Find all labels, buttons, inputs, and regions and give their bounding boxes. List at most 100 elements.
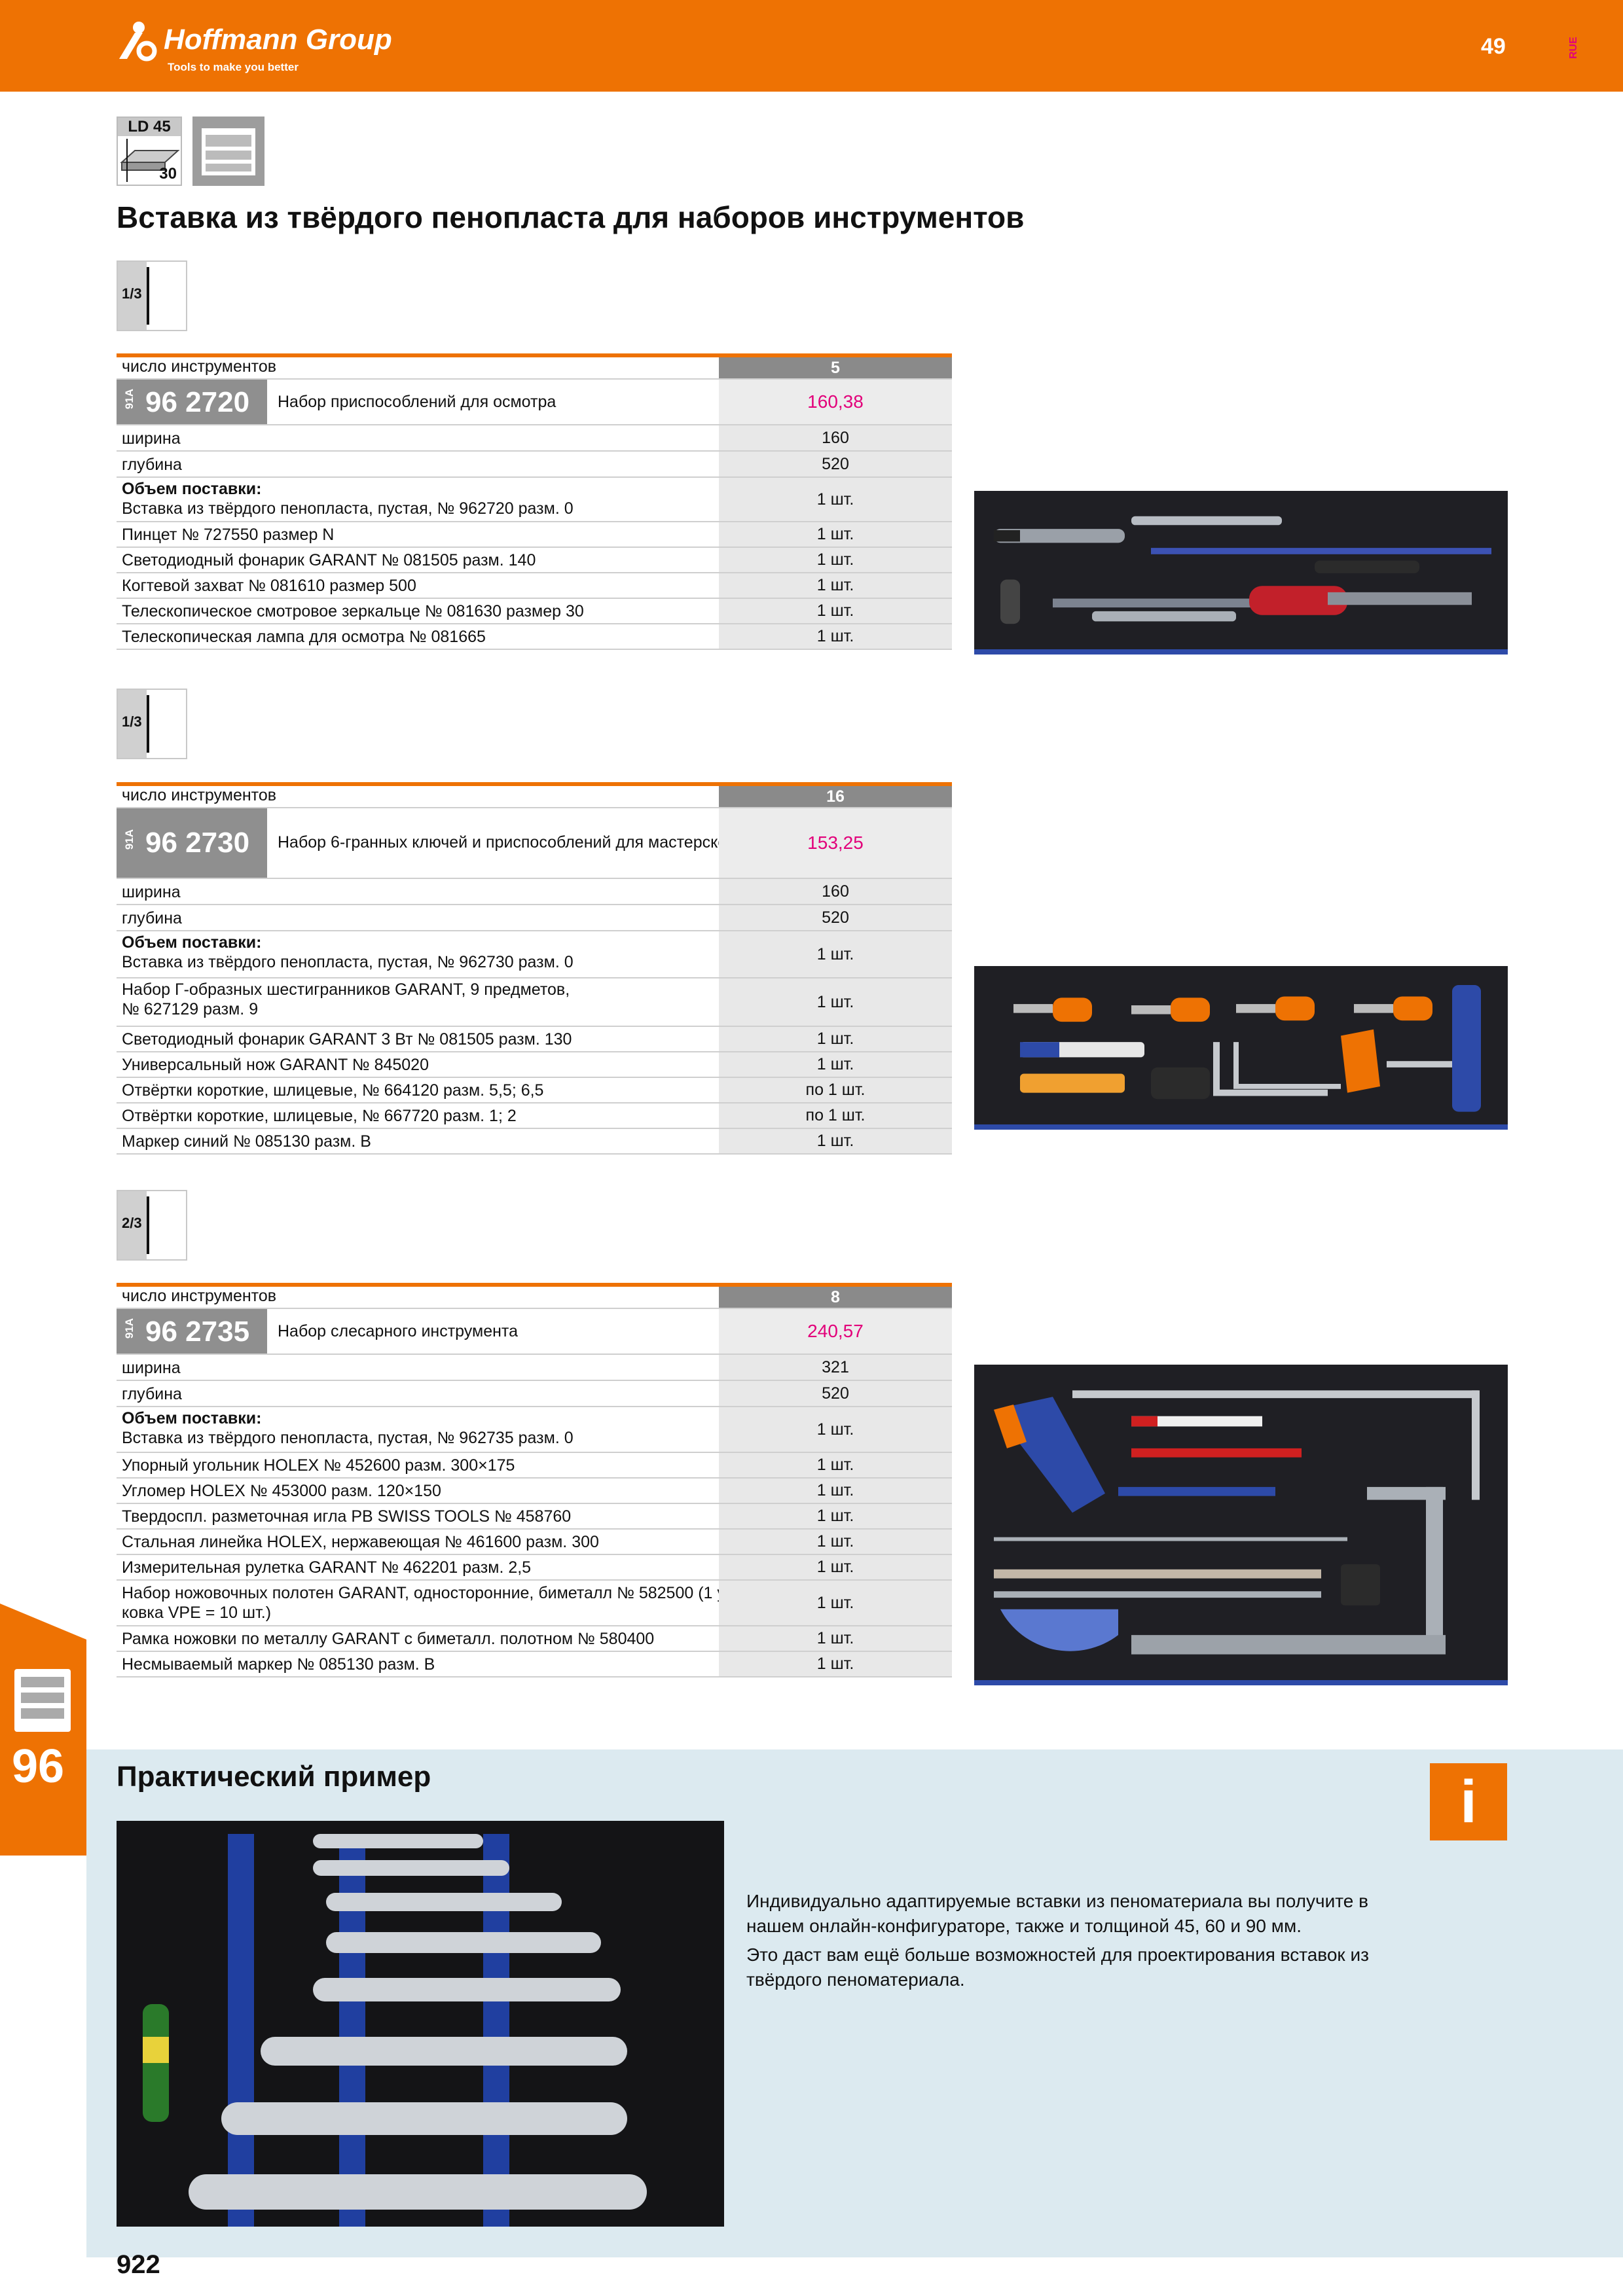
example-paragraph: Индивидуально адаптируемые вставки из пе… — [746, 1891, 1368, 1936]
scope-row: Объем поставки: Вставка из твёрдого пено… — [117, 931, 952, 978]
size-fraction-box: 1/3 — [117, 689, 187, 759]
chapter-side-tab: 96 — [0, 1604, 86, 1856]
item-multiline-text: Набор Г-образных шестигранников GARANT, … — [122, 980, 570, 1019]
item-text: Светодиодный фонарик GARANT 3 Вт № 08150… — [122, 1030, 572, 1049]
drawer-cabinet-icon — [192, 117, 264, 186]
width-row: ширина мм 160 — [117, 879, 952, 905]
item-row: Когтевой захват № 081610 размер 500 1 шт… — [117, 573, 952, 599]
item-qty: 1 шт. — [719, 931, 952, 977]
product-price: 160,38 — [719, 380, 952, 424]
width-row: ширина мм 160 — [117, 425, 952, 452]
item-qty: 1 шт. — [719, 1027, 952, 1051]
fraction-fill — [118, 1191, 147, 1259]
product-price: 153,25 — [719, 808, 952, 878]
item-multiline-text: Набор ножовочных полотен GARANT, односто… — [122, 1583, 749, 1623]
example-description: Индивидуально адаптируемые вставки из пе… — [746, 1889, 1414, 1996]
size-fraction-box: 1/3 — [117, 260, 187, 331]
item-row: Светодиодный фонарик GARANT 3 Вт № 08150… — [117, 1027, 952, 1052]
item-row: Маркер синий № 085130 разм. B 1 шт. — [117, 1129, 952, 1155]
hex-key-set-image — [1013, 985, 1481, 1112]
hoffmann-logo-icon — [119, 22, 157, 62]
item-text: Универсальный нож GARANT № 845020 — [122, 1056, 429, 1074]
item-text: Твердоспл. разметочная игла PB SWISS TOO… — [122, 1507, 572, 1526]
item-qty: 1 шт. — [719, 624, 952, 649]
header-page-number: 49 — [1481, 34, 1506, 59]
article-box: 91A 96 2720 — [117, 380, 267, 424]
item-text: Отвёртки короткие, шлицевые, № 664120 ра… — [122, 1081, 544, 1100]
article-box: 91A 96 2730 — [117, 808, 267, 878]
item-text: Вставка из твёрдого пенопласта, пустая, … — [122, 1429, 574, 1447]
item-qty: 1 шт. — [719, 1052, 952, 1077]
depth-label: глубина — [122, 456, 182, 474]
count-row: число инструментов 16 — [117, 786, 952, 808]
item-text: Рамка ножовки по металлу GARANT с бимета… — [122, 1630, 655, 1648]
item-row: Твердоспл. разметочная игла PB SWISS TOO… — [117, 1504, 952, 1530]
count-label: число инструментов — [122, 1287, 277, 1305]
item-text: Телескопическое смотровое зеркальце № 08… — [122, 602, 584, 620]
item-qty: по 1 шт. — [719, 1103, 952, 1128]
catalog-code: 91A — [123, 829, 136, 850]
item-text-continued: ковка VPE = 10 шт.) — [122, 1604, 272, 1622]
catalog-code: 91A — [123, 1318, 136, 1339]
count-row: число инструментов 5 — [117, 357, 952, 380]
product-table-962720: число инструментов 5 91A 96 2720 Набор п… — [117, 353, 952, 650]
depth-value: 520 — [719, 452, 952, 476]
item-text: Когтевой захват № 081610 размер 500 — [122, 577, 416, 595]
article-number: 96 2720 — [145, 386, 250, 418]
item-row: Телескопическое смотровое зеркальце № 08… — [117, 599, 952, 624]
scope-text: Объем поставки: Вставка из твёрдого пено… — [122, 1408, 574, 1448]
count-value: 16 — [719, 786, 952, 807]
size-fraction-box: 2/3 — [117, 1190, 187, 1261]
fraction-label: 1/3 — [122, 285, 142, 302]
fraction-fill — [118, 690, 147, 758]
item-qty: 1 шт. — [719, 1129, 952, 1153]
item-text: Вставка из твёрдого пенопласта, пустая, … — [122, 499, 574, 518]
language-code: RUE — [1568, 37, 1579, 59]
drawer-bar — [21, 1708, 64, 1719]
product-table-962735: число инструментов 8 91A 96 2735 Набор с… — [117, 1283, 952, 1677]
ld-value: 30 — [159, 165, 177, 183]
item-row: Упорный угольник HOLEX № 452600 разм. 30… — [117, 1453, 952, 1479]
ld-label: LD 45 — [118, 118, 181, 136]
wrench-set-image — [117, 1821, 724, 2227]
item-row: Светодиодный фонарик GARANT № 081505 раз… — [117, 548, 952, 573]
hoffmann-logo: Hoffmann Group Tools to make you better — [117, 18, 392, 77]
item-row: Отвёртки короткие, шлицевые, № 664120 ра… — [117, 1078, 952, 1103]
product-photo-962720 — [974, 491, 1508, 655]
item-row: Телескопическая лампа для осмотра № 0816… — [117, 624, 952, 650]
scope-text: Объем поставки: Вставка из твёрдого пено… — [122, 479, 574, 518]
item-row: Набор ножовочных полотен GARANT, односто… — [117, 1581, 952, 1626]
item-row: Угломер HOLEX № 453000 разм. 120×150 1 ш… — [117, 1479, 952, 1504]
count-label: число инструментов — [122, 786, 277, 804]
chapter-number: 96 — [12, 1740, 65, 1793]
item-qty: 1 шт. — [719, 1407, 952, 1452]
page-header: Hoffmann Group Tools to make you better … — [0, 0, 1623, 92]
width-row: ширина мм 321 — [117, 1355, 952, 1381]
item-row: Несмываемый маркер № 085130 разм. B 1 шт… — [117, 1652, 952, 1677]
drawer-bar — [21, 1677, 64, 1687]
brand-tagline: Tools to make you better — [168, 61, 299, 73]
item-qty: 1 шт. — [719, 1581, 952, 1625]
width-label: ширина — [122, 429, 181, 448]
width-value: 321 — [719, 1355, 952, 1380]
article-number: 96 2730 — [145, 827, 250, 859]
width-label: ширина — [122, 883, 181, 901]
fraction-line — [147, 267, 149, 325]
example-paragraph: Это даст вам ещё больше возможностей для… — [746, 1945, 1369, 1990]
fraction-line — [147, 1196, 149, 1254]
count-label: число инструментов — [122, 357, 277, 376]
width-value: 160 — [719, 879, 952, 904]
count-value: 5 — [719, 357, 952, 378]
table-top-rule — [117, 353, 952, 357]
info-icon: i — [1430, 1763, 1507, 1840]
item-row: Рамка ножовки по металлу GARANT с бимета… — [117, 1626, 952, 1652]
scope-row: Объем поставки: Вставка из твёрдого пено… — [117, 478, 952, 522]
item-qty: 1 шт. — [719, 1530, 952, 1554]
item-text: Стальная линейка HOLEX, нержавеющая № 46… — [122, 1533, 599, 1551]
locksmith-set-image — [994, 1390, 1480, 1655]
table-top-rule — [117, 782, 952, 786]
drawer-bar — [21, 1693, 64, 1703]
scope-label: Объем поставки: — [122, 933, 262, 952]
count-row: число инструментов 8 — [117, 1287, 952, 1309]
scope-label: Объем поставки: — [122, 480, 262, 498]
